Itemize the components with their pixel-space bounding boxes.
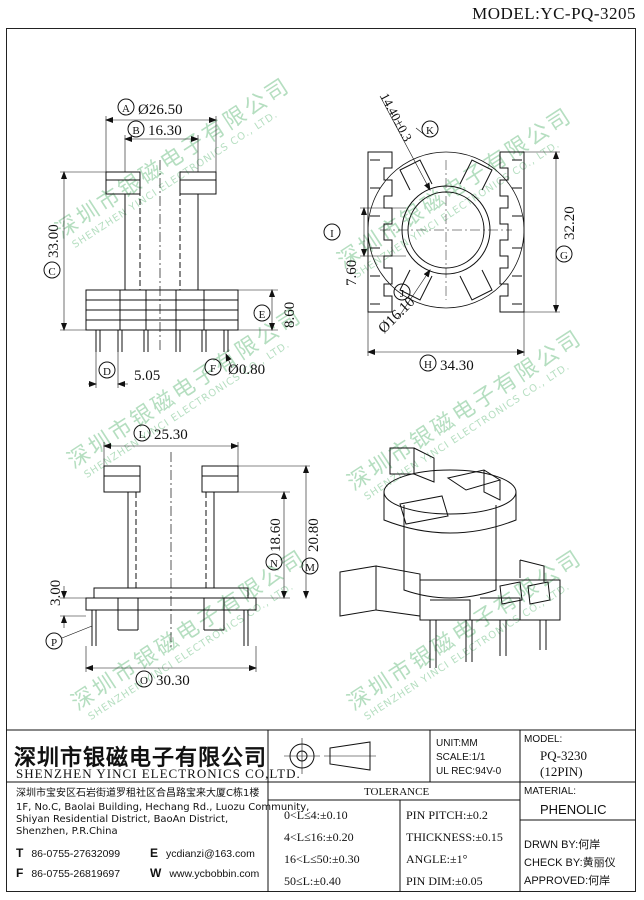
tolerance-row: THICKNESS:±0.15: [406, 830, 503, 844]
material-value: PHENOLIC: [540, 802, 607, 817]
tolerance-row: 50≤L:±0.40: [284, 874, 341, 888]
top-view: [360, 95, 560, 356]
tolerance-row: 4<L≤16:±0.20: [284, 830, 354, 844]
dim-o: 30.30: [156, 673, 190, 689]
dim-e: 8.60: [282, 302, 298, 328]
tolerance-row: PIN DIM:±0.05: [406, 874, 483, 888]
label-h: H: [424, 359, 432, 371]
label-e: E: [259, 309, 266, 321]
label-i: I: [330, 228, 334, 240]
label-d: D: [103, 366, 111, 378]
isometric-view: [339, 447, 561, 668]
label-m: M: [305, 562, 315, 574]
dim-n: 18.60: [268, 518, 284, 552]
scale-label: SCALE:1/1: [436, 752, 486, 763]
dim-i: 7.60: [344, 260, 360, 286]
dim-a: Ø26.50: [138, 102, 183, 118]
dim-c: 33.00: [46, 224, 62, 258]
web-letter: W: [150, 866, 162, 880]
approved-by: APPROVED:何岸: [524, 875, 611, 887]
label-n: N: [270, 558, 278, 570]
drawn-by: DRWN BY:何岸: [524, 839, 601, 851]
model-label: MODEL:YC-PQ-3205: [472, 4, 636, 23]
dim-d: 5.05: [134, 368, 160, 384]
model-value: PQ-3230: [540, 748, 587, 763]
address-en-line3: Shenzhen, P.R.China: [16, 826, 118, 837]
drawing-frame: [6, 28, 636, 892]
label-k: K: [426, 125, 434, 137]
dim-k: 14.40±0.3: [377, 90, 415, 144]
dim-f: Ø0.80: [228, 362, 265, 378]
dim-h: 34.30: [440, 358, 474, 374]
tolerance-row: 16<L≤50:±0.30: [284, 852, 360, 866]
side-view: [60, 442, 310, 672]
tolerance-header: TOLERANCE: [364, 786, 430, 798]
web-address: www.ycbobbin.com: [169, 868, 260, 880]
dim-p: 3.00: [48, 580, 64, 606]
front-view: [60, 116, 278, 388]
tolerance-row: PIN PITCH:±0.2: [406, 808, 488, 822]
email-letter: E: [150, 846, 159, 860]
label-g: G: [560, 250, 568, 262]
tel-number: 86-0755-27632099: [31, 848, 121, 860]
company-name-en: SHENZHEN YINCI ELECTRONICS CO,LTD.: [16, 766, 301, 781]
dim-g: 32.20: [562, 206, 578, 240]
title-block-grid: [6, 729, 636, 892]
address-en-line1: 1F, No.C, Baolai Building, Hechang Rd., …: [16, 802, 310, 813]
model-header: MODEL:: [524, 734, 563, 745]
label-j: J: [400, 288, 405, 300]
tolerance-row: ANGLE:±1°: [406, 852, 468, 866]
dim-b: 16.30: [148, 123, 182, 139]
address-en-line2: Shiyan Residential District, BaoAn Distr…: [16, 814, 229, 825]
label-a: A: [122, 103, 130, 115]
fax-number: 86-0755-26819697: [31, 868, 121, 880]
tolerance-row: 0<L≤4:±0.10: [284, 808, 348, 822]
tel-letter: T: [16, 846, 24, 860]
tel-row: T 86-0755-27632099: [16, 846, 120, 860]
label-f: F: [210, 363, 216, 375]
ul-label: UL REC:94V-0: [436, 766, 502, 777]
label-c: C: [48, 266, 55, 278]
material-header: MATERIAL:: [524, 786, 577, 797]
dim-j: Ø16.10: [376, 294, 419, 337]
fax-row: F 86-0755-26819697: [16, 866, 120, 880]
unit-label: UNIT:MM: [436, 738, 478, 749]
pin-count: (12PIN): [540, 764, 583, 779]
dim-l: 25.30: [154, 427, 188, 443]
label-l: L: [139, 429, 146, 441]
email-address: ycdianzi@163.com: [166, 848, 255, 860]
dim-m: 20.80: [306, 518, 322, 552]
label-o: O: [140, 675, 148, 687]
company-name-cn: 深圳市银磁电子有限公司: [14, 746, 268, 771]
label-p: P: [51, 637, 57, 649]
checked-by: CHECK BY:黄丽仪: [524, 857, 616, 869]
address-cn: 深圳市宝安区石岩街道罗租社区合昌路宝来大厦C栋1楼: [16, 788, 260, 799]
label-b: B: [132, 125, 139, 137]
fax-letter: F: [16, 866, 24, 880]
